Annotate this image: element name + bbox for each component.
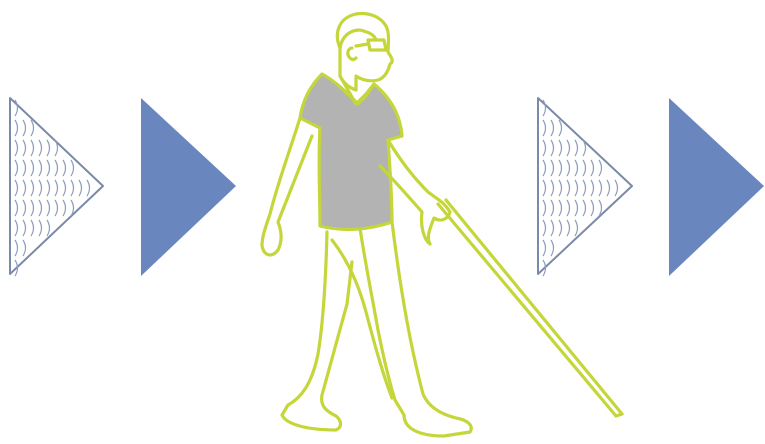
head <box>337 14 392 91</box>
front-leg <box>360 222 471 436</box>
tactile-wave-triangle-icon <box>10 98 103 276</box>
tactile-wave-triangle-icon <box>538 98 632 276</box>
glasses <box>368 40 386 50</box>
back-leg <box>282 232 352 430</box>
solid-arrow-icon <box>669 98 764 276</box>
white-cane <box>438 200 622 416</box>
glasses-arm <box>356 44 368 46</box>
leg-inner-line <box>332 240 392 398</box>
back-arm <box>262 118 312 255</box>
ear <box>348 48 356 60</box>
solid-arrow-icon <box>141 98 236 276</box>
